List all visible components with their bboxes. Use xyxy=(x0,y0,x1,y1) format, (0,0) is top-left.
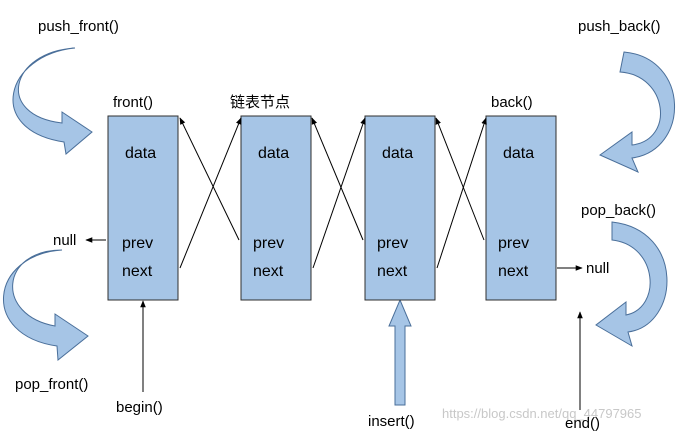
pop-back-label: pop_back() xyxy=(581,202,656,219)
null-left-label: null xyxy=(53,232,76,249)
prev-link-line xyxy=(179,117,240,241)
node-prev-label: prev xyxy=(122,235,153,252)
node-next-label: next xyxy=(122,263,153,280)
pop-front-label: pop_front() xyxy=(15,376,88,393)
node-caption: 链表节点 xyxy=(230,93,290,111)
list-node xyxy=(107,115,179,301)
prev-link-line xyxy=(311,117,364,241)
null-right-label: null xyxy=(586,260,609,277)
pop-front-arrow xyxy=(3,249,89,361)
end-label: end() xyxy=(565,415,600,432)
push-back-label: push_back() xyxy=(578,18,661,35)
push-back-arrow xyxy=(599,51,675,173)
front-label: front() xyxy=(113,94,153,111)
node-prev-label: prev xyxy=(253,235,284,252)
prev-link-line xyxy=(435,117,485,241)
node-next-label: next xyxy=(498,263,529,280)
insert-arrow xyxy=(388,298,412,406)
node-next-label: next xyxy=(253,263,284,280)
watermark: https://blog.csdn.net/qq_44797965 xyxy=(442,406,642,421)
list-node xyxy=(364,115,436,301)
node-data-label: data xyxy=(258,145,289,162)
node-data-label: data xyxy=(125,145,156,162)
node-next-label: next xyxy=(377,263,408,280)
begin-label: begin() xyxy=(116,399,163,416)
node-data-label: data xyxy=(503,145,534,162)
push-front-arrow xyxy=(12,47,93,155)
next-link-line xyxy=(312,117,366,269)
node-prev-label: prev xyxy=(498,235,529,252)
node-data-label: data xyxy=(382,145,413,162)
list-node xyxy=(240,115,312,301)
node-prev-label: prev xyxy=(377,235,408,252)
list-node xyxy=(485,115,557,301)
pop-back-arrow xyxy=(595,221,668,348)
next-link-line xyxy=(179,117,242,269)
back-label: back() xyxy=(491,94,533,111)
next-link-line xyxy=(436,117,487,269)
push-front-label: push_front() xyxy=(38,18,119,35)
insert-label: insert() xyxy=(368,413,415,430)
